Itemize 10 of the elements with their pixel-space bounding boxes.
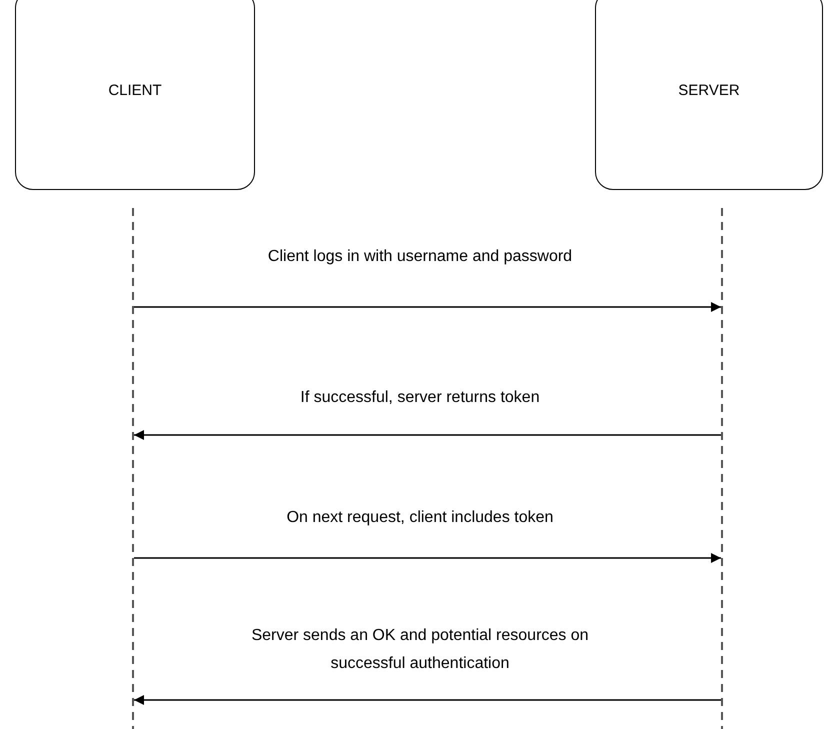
participant-name: CLIENT (108, 82, 162, 98)
edge-label: On next request, client includes token (286, 508, 554, 528)
edge-label: If successful, server returns token (299, 388, 541, 408)
edge-label: Client logs in with username and password (266, 247, 574, 267)
message-arrow (134, 430, 721, 440)
message-arrow (134, 302, 721, 312)
edge-label: Server sends an OK and potential resources on successful authentication (250, 626, 590, 674)
message-arrow (134, 553, 721, 563)
message-arrow (134, 695, 721, 705)
participant-name: SERVER (678, 82, 740, 98)
